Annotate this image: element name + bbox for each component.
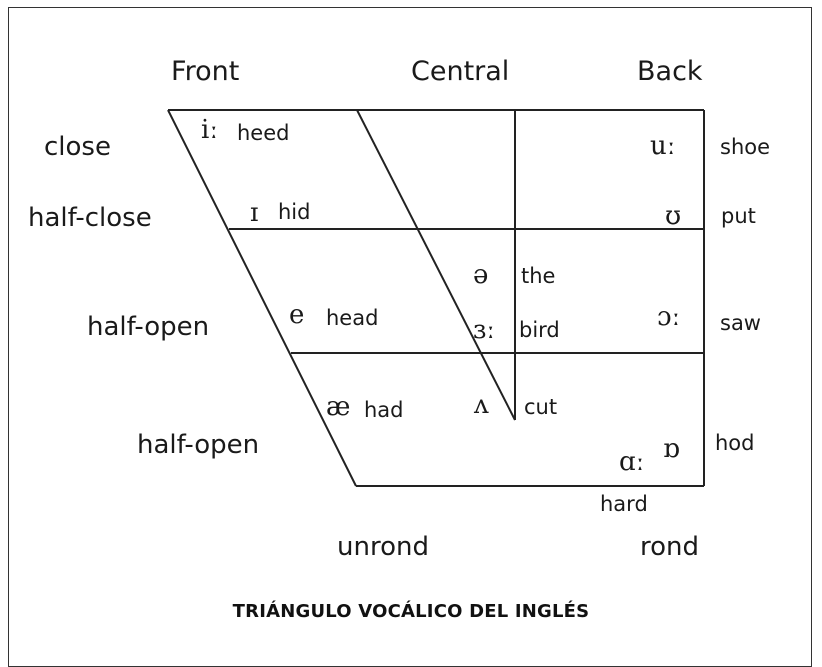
column-front: Front: [171, 56, 240, 87]
vowel-word-saw: saw: [720, 311, 761, 335]
label-round: rond: [640, 532, 700, 562]
vowel-word-the: the: [521, 264, 556, 288]
vowel-word-cut: cut: [524, 395, 558, 419]
vowel-word-head: head: [326, 306, 379, 330]
vowel-symbol-schwa: ə: [473, 260, 489, 290]
vowel-symbol-i-short: ɪ: [250, 198, 259, 228]
vowel-word-hid: hid: [278, 200, 311, 224]
vowel-symbol-er-long: ɜː: [473, 315, 495, 345]
vowel-symbol-wedge: ʌ: [474, 390, 489, 420]
vowel-word-hard: hard: [600, 492, 648, 516]
central-diagonal-line: [356, 109, 516, 421]
label-unround: unrond: [337, 532, 429, 562]
vowel-symbol-aw-long: ɔː: [657, 302, 681, 332]
vowel-symbol-i-long: iː: [201, 115, 219, 145]
vowel-symbol-ae: æ: [326, 392, 351, 422]
row-close: close: [44, 132, 111, 162]
vowel-word-shoe: shoe: [720, 135, 771, 159]
diagram-title: TRIÁNGULO VOCÁLICO DEL INGLÉS: [232, 601, 590, 622]
column-back: Back: [637, 56, 703, 87]
vowel-word-put: put: [721, 204, 756, 228]
vowel-symbol-u-short: ʊ: [665, 201, 682, 231]
vowel-trapezoid: [167, 109, 705, 487]
vowel-word-heed: heed: [237, 121, 290, 145]
vowel-symbol-a-long: ɑː: [619, 447, 645, 477]
vowel-word-bird: bird: [519, 318, 560, 342]
row-half-close: half-close: [28, 203, 152, 233]
column-central: Central: [411, 56, 510, 87]
vowel-symbol-o-short: ɒ: [663, 434, 680, 464]
row-half-open-2: half-open: [137, 430, 260, 460]
vowel-symbol-e: e: [289, 300, 305, 330]
trapezoid-front-edge: [167, 109, 357, 487]
vowel-word-had: had: [364, 398, 404, 422]
vowel-word-hod: hod: [715, 431, 755, 455]
row-half-open-1: half-open: [87, 312, 210, 342]
vowel-symbol-u-long: uː: [650, 131, 676, 161]
